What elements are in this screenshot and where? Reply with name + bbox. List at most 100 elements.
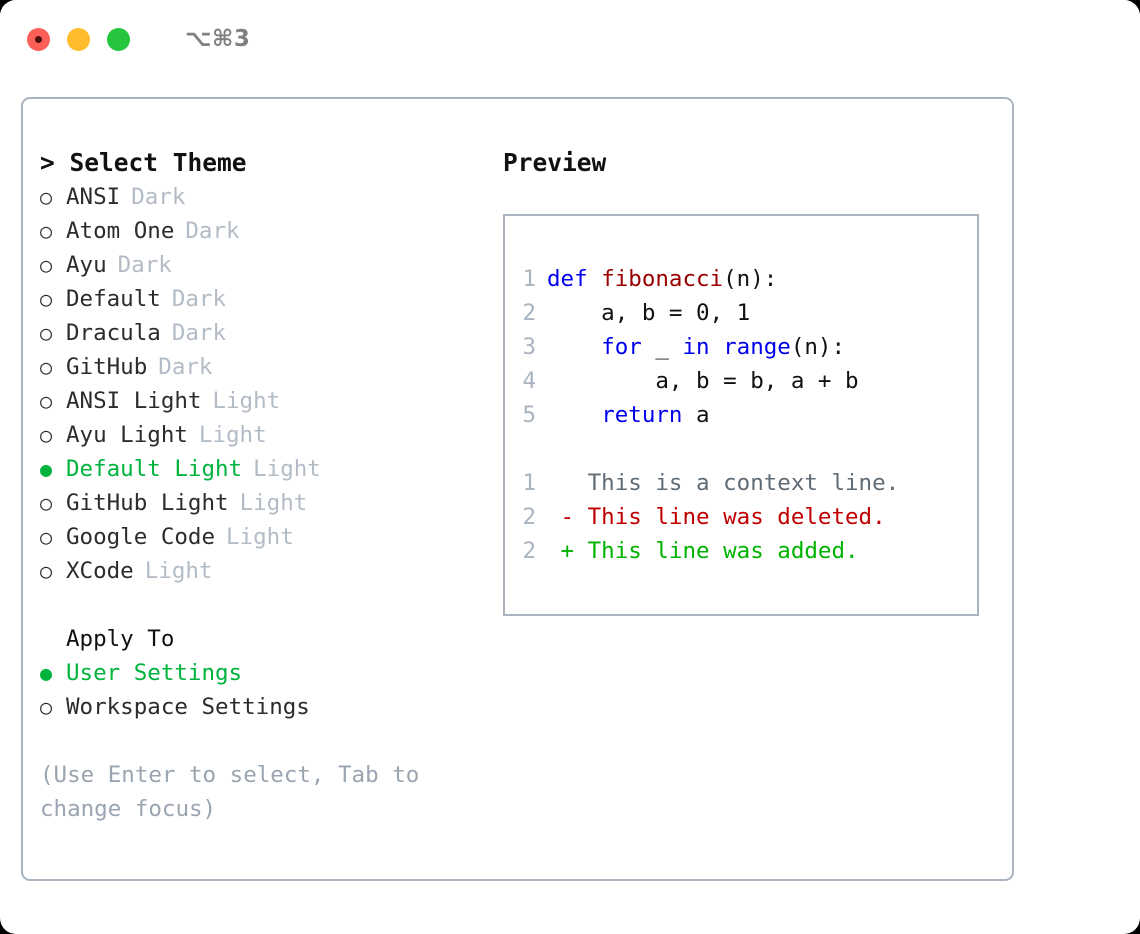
theme-variant-badge: Dark [131, 184, 186, 210]
code-token-kw: return [601, 402, 683, 428]
theme-option-ansi-light[interactable]: ○ ANSI Light Light [40, 384, 503, 418]
theme-option-github-light[interactable]: ○ GitHub Light Light [40, 486, 503, 520]
radio-unselected-icon: ○ [40, 355, 53, 379]
code-line-text: def fibonacci(n): [547, 262, 777, 296]
theme-variant-badge: Light [253, 456, 321, 482]
radio-unselected-icon: ○ [40, 253, 53, 277]
line-number: 2 [522, 300, 536, 326]
radio-unselected-icon: ○ [40, 423, 53, 447]
code-token-fn: fibonacci [601, 266, 724, 292]
apply-to-list[interactable]: ● User Settings ○ Workspace Settings [40, 656, 503, 724]
apply-to-option-user-settings[interactable]: ● User Settings [40, 656, 503, 690]
close-button[interactable] [27, 27, 50, 51]
diff-line-text: This is a context line. [547, 470, 900, 496]
code-token-plain: a, b = b, a + b [547, 368, 859, 394]
preview-heading: Preview [503, 148, 607, 177]
code-line-text: return a [547, 398, 709, 432]
radio-unselected-icon: ○ [40, 185, 53, 209]
theme-variant-badge: Light [144, 558, 213, 584]
code-line-text: a, b = b, a + b [547, 364, 859, 398]
theme-variant-badge: Light [226, 524, 294, 550]
radio-selected-icon: ● [40, 661, 53, 685]
diff-sample: 1 This is a context line.2 - This line w… [505, 466, 977, 568]
theme-option-atom-one[interactable]: ○ Atom One Dark [40, 214, 503, 248]
apply-to-option-label: Workspace Settings [66, 694, 310, 720]
theme-option-label: ANSI [66, 184, 121, 210]
theme-variant-badge: Light [239, 490, 308, 516]
keyboard-hint-text: (Use Enter to select, Tab to change focu… [40, 762, 433, 822]
code-token-plain: a, b = 0, 1 [547, 300, 751, 326]
theme-option-ansi[interactable]: ○ ANSI Dark [40, 180, 503, 214]
code-token-kw: for [601, 334, 642, 360]
apply-to-option-label: User Settings [66, 660, 243, 686]
code-line: 3 for _ in range(n): [505, 330, 977, 364]
diff-line-del: 2 - This line was deleted. [505, 500, 977, 534]
radio-unselected-icon: ○ [40, 389, 53, 413]
diff-line-add: 2 + This line was added. [505, 534, 977, 568]
code-token-kw: range [723, 334, 791, 360]
code-token-kw: def [547, 266, 602, 292]
code-line-text: for _ in range(n): [547, 330, 845, 364]
code-token-kw: in [682, 334, 710, 360]
code-token-plain: (n): [790, 334, 846, 360]
maximize-button[interactable] [107, 27, 130, 51]
theme-option-label: GitHub Light [66, 490, 229, 516]
theme-option-label: ANSI Light [66, 388, 202, 414]
theme-option-label: Ayu [66, 252, 107, 278]
line-number: 4 [522, 368, 536, 394]
diff-line-text: - This line was deleted. [547, 504, 886, 530]
code-line-text: a, b = 0, 1 [547, 296, 750, 330]
theme-option-xcode[interactable]: ○ XCode Light [40, 554, 503, 588]
theme-option-ayu-light[interactable]: ○ Ayu Light Light [40, 418, 503, 452]
theme-option-label: XCode [66, 558, 134, 584]
title-bar: ⌥⌘3 [0, 0, 1140, 78]
radio-unselected-icon: ○ [40, 491, 53, 515]
line-number: 2 [522, 504, 536, 530]
apply-to-heading: Apply To [66, 626, 175, 652]
code-token-plain [710, 334, 724, 360]
radio-unselected-icon: ○ [40, 321, 53, 345]
window-controls [27, 27, 130, 51]
code-token-plain: _ [641, 334, 683, 360]
line-number: 5 [522, 402, 536, 428]
diff-line-ctx: 1 This is a context line. [505, 466, 977, 500]
keyboard-shortcut-label: ⌥⌘3 [185, 26, 251, 52]
theme-option-label: Ayu Light [66, 422, 188, 448]
radio-selected-icon: ● [40, 457, 53, 481]
line-number: 1 [522, 266, 536, 292]
code-token-plain [547, 334, 601, 360]
radio-unselected-icon: ○ [40, 287, 53, 311]
minimize-button[interactable] [67, 27, 90, 51]
list-spacer [40, 588, 503, 622]
radio-unselected-icon: ○ [40, 559, 53, 583]
theme-option-label: Atom One [66, 218, 175, 244]
line-number: 1 [522, 470, 536, 496]
theme-option-label: Dracula [66, 320, 161, 346]
radio-unselected-icon: ○ [40, 695, 53, 719]
theme-variant-badge: Dark [171, 286, 227, 312]
theme-variant-badge: Light [198, 422, 267, 448]
code-diff-gap [505, 432, 977, 466]
code-line: 5 return a [505, 398, 977, 432]
radio-unselected-icon: ○ [40, 525, 53, 549]
theme-variant-badge: Dark [185, 218, 240, 244]
line-number: 3 [522, 334, 536, 360]
code-line: 2 a, b = 0, 1 [505, 296, 977, 330]
radio-unselected-icon: ○ [40, 219, 53, 243]
theme-option-label: GitHub [66, 354, 148, 380]
apply-to-option-workspace-settings[interactable]: ○ Workspace Settings [40, 690, 503, 724]
theme-variant-badge: Light [212, 388, 281, 414]
code-token-plain [547, 402, 601, 428]
code-line: 1 def fibonacci(n): [505, 262, 977, 296]
